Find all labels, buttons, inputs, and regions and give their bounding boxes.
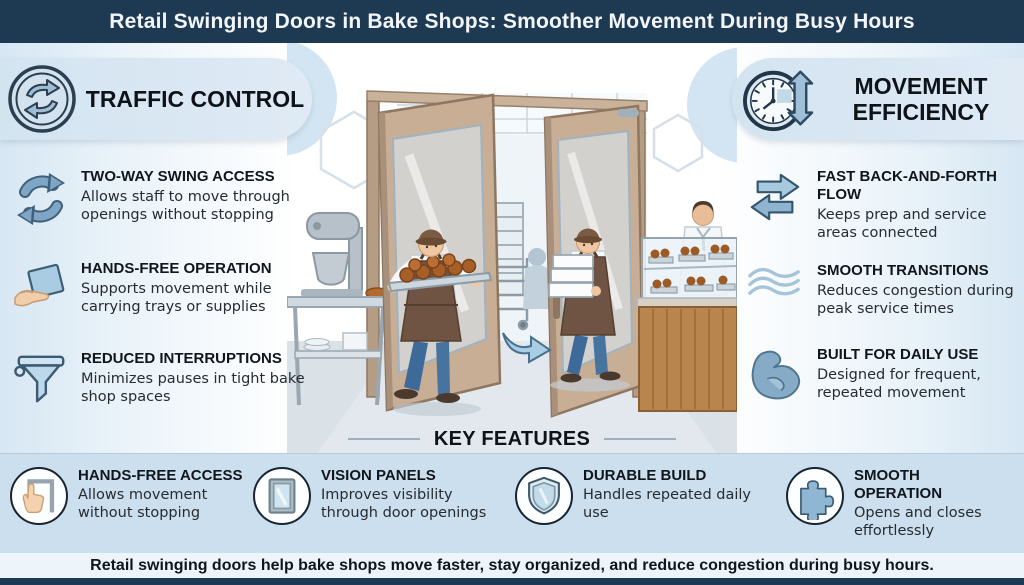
door-closer: [617, 109, 639, 117]
bicep-icon: [742, 346, 808, 402]
clock-double-arrow-icon: [740, 64, 818, 134]
stand-mixer: [301, 212, 363, 297]
item-title: REDUCED INTERRUPTIONS: [81, 350, 282, 367]
pastry-boxes: [548, 254, 594, 298]
feature-title: HANDS-FREE ACCESS: [78, 467, 243, 484]
item-title: BUILT FOR DAILY USE: [817, 346, 979, 363]
feature-desc: Improves visibility through door opening…: [321, 487, 487, 521]
prep-table: [287, 287, 397, 406]
cycle-arrows-icon: [10, 168, 72, 228]
hand-door-icon: [10, 467, 68, 525]
key-features-heading: KEY FEATURES: [0, 429, 1024, 449]
baker-with-boxes: [548, 228, 630, 392]
hand-tray-icon: [10, 260, 72, 316]
feature-smooth-operation: SMOOTH OPERATION Opens and closes effort…: [786, 467, 1024, 540]
item-desc: Minimizes pauses in tight bake shop spac…: [81, 371, 305, 406]
left-panel-header: TRAFFIC CONTROL: [0, 58, 312, 140]
divider-line: [604, 438, 677, 440]
puzzle-icon: [786, 467, 844, 525]
feature-hands-free-access: HANDS-FREE ACCESS Allows movement withou…: [10, 467, 248, 525]
shield-icon: [515, 467, 573, 525]
feature-desc: Allows movement without stopping: [78, 487, 208, 521]
right-panel-title: MOVEMENT EFFICIENCY: [852, 72, 990, 125]
door-handle: [553, 293, 560, 319]
item-desc: Designed for frequent, repeated movement: [817, 367, 981, 402]
feature-title: SMOOTH OPERATION: [854, 467, 943, 502]
hexagon-watermark: [652, 113, 704, 173]
background-worker: [523, 248, 551, 309]
funnel-icon: [10, 350, 72, 408]
key-features-band: HANDS-FREE ACCESS Allows movement withou…: [0, 453, 1024, 553]
left-panel-title: TRAFFIC CONTROL: [85, 85, 305, 112]
item-desc: Reduces congestion during peak service t…: [817, 283, 1014, 318]
vision-panel-icon: [253, 467, 311, 525]
item-desc: Keeps prep and service areas connected: [817, 207, 987, 242]
direction-arrow: [502, 332, 552, 364]
right-panel-header: MOVEMENT EFFICIENCY: [732, 58, 1024, 140]
main-area: TRAFFIC CONTROL: [0, 43, 1024, 453]
list-item-built-for-daily-use: BUILT FOR DAILY USE Designed for frequen…: [742, 346, 1020, 402]
title-bar: Retail Swinging Doors in Bake Shops: Smo…: [0, 0, 1024, 43]
list-item-smooth-transitions: SMOOTH TRANSITIONS Reduces congestion du…: [742, 262, 1020, 318]
feature-desc: Opens and closes effortlessly: [854, 505, 982, 539]
back-and-forth-arrows-icon: [742, 168, 808, 242]
list-item-back-and-forth: FAST BACK-AND-FORTH FLOW Keeps prep and …: [742, 168, 1020, 242]
feature-title: DURABLE BUILD: [583, 467, 707, 484]
page-title: Retail Swinging Doors in Bake Shops: Smo…: [109, 10, 915, 33]
item-title: SMOOTH TRANSITIONS: [817, 262, 989, 279]
list-item-hands-free-operation: HANDS-FREE OPERATION Supports movement w…: [10, 260, 306, 316]
swap-arrows-circle-icon: [6, 63, 78, 135]
item-title: HANDS-FREE OPERATION: [81, 260, 272, 277]
item-title: TWO-WAY SWING ACCESS: [81, 168, 275, 185]
divider-line: [347, 438, 420, 440]
bottom-strip: [0, 578, 1024, 585]
baked-goods: [399, 253, 477, 283]
feature-durable-build: DURABLE BUILD Handles repeated daily use: [515, 467, 753, 525]
display-case: [636, 237, 737, 412]
item-desc: Supports movement while carrying trays o…: [81, 281, 272, 316]
list-item-reduced-interruptions: REDUCED INTERRUPTIONS Minimizes pauses i…: [10, 350, 306, 408]
corner-blob: [687, 47, 737, 163]
feature-title: VISION PANELS: [321, 467, 436, 484]
feature-desc: Handles repeated daily use: [583, 487, 752, 521]
display-pastries: [650, 244, 730, 289]
footer-summary: Retail swinging doors help bake shops mo…: [0, 553, 1024, 578]
pastry-tray: [387, 271, 493, 293]
item-title: FAST BACK-AND-FORTH FLOW: [817, 168, 997, 203]
waves-icon: [742, 262, 808, 318]
list-item-two-way-swing: TWO-WAY SWING ACCESS Allows staff to mov…: [10, 168, 306, 228]
baker-with-tray: [387, 229, 493, 416]
bakery-illustration: [287, 43, 737, 453]
item-desc: Allows staff to move through openings wi…: [81, 189, 290, 224]
feature-vision-panels: VISION PANELS Improves visibility throug…: [253, 467, 491, 525]
